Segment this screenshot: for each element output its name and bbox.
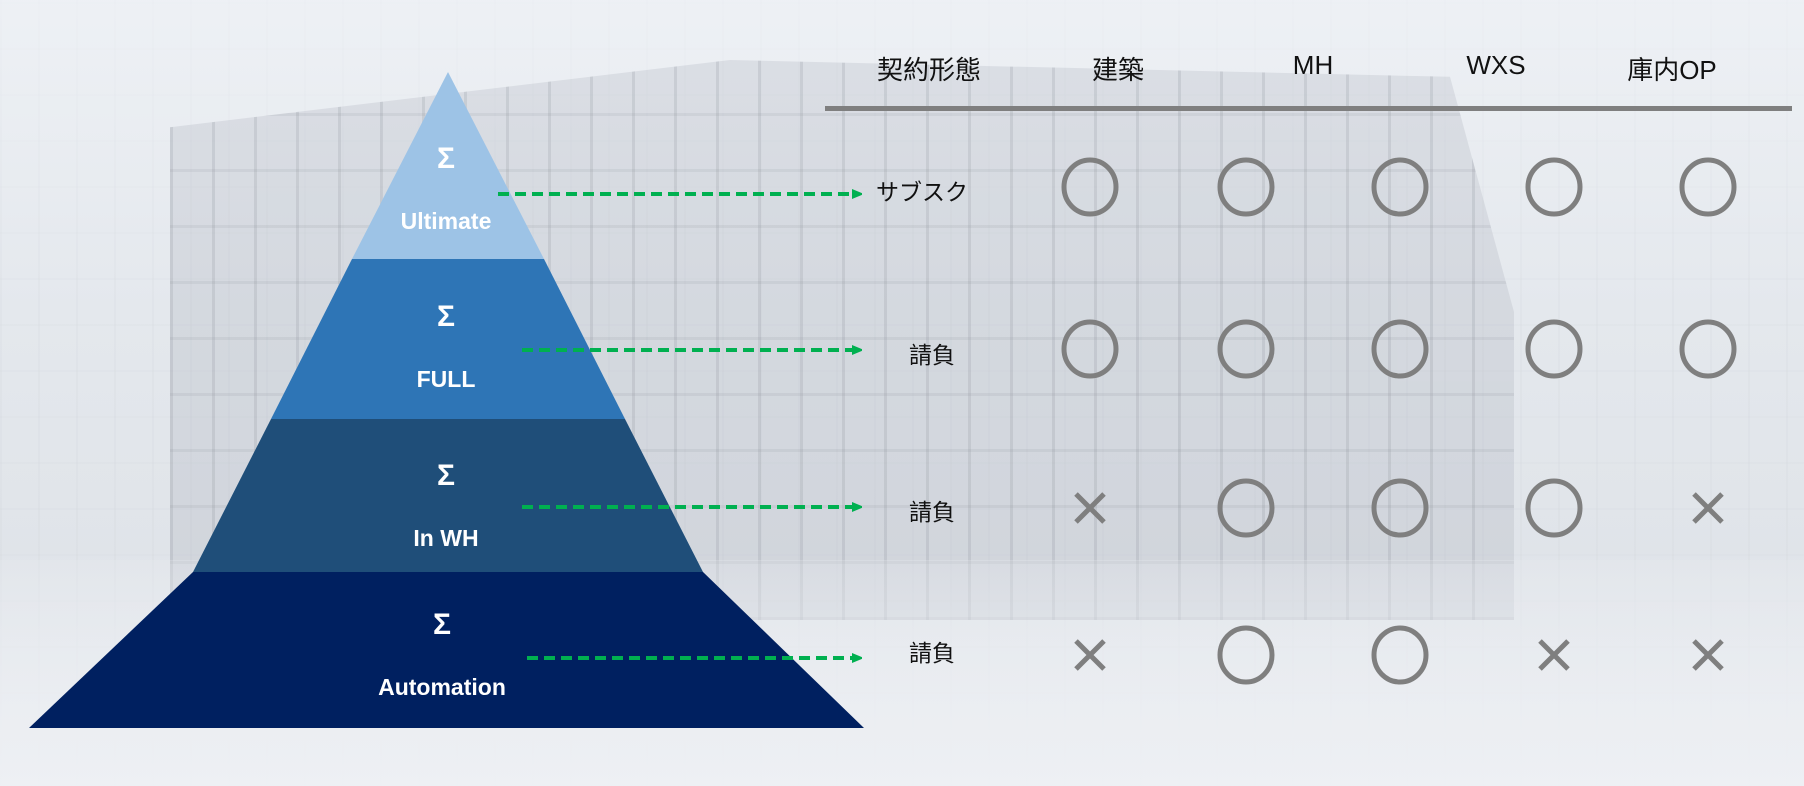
sigma-icon: Σ xyxy=(436,459,456,492)
tier-label-inwh: In WH xyxy=(413,525,479,551)
circle-mark-icon xyxy=(1060,157,1120,217)
tier-label-full: FULL xyxy=(416,366,476,392)
circle-mark-icon xyxy=(1524,478,1584,538)
sigma-icon: Σ xyxy=(432,608,452,641)
circle-mark-icon xyxy=(1370,319,1430,379)
circle-mark-icon xyxy=(1678,319,1738,379)
contract-full: 請負 xyxy=(909,342,955,368)
cross-mark-icon xyxy=(1678,478,1738,538)
circle-mark-icon xyxy=(1678,157,1738,217)
tier-label-ultimate: Ultimate xyxy=(400,208,492,234)
cross-mark-icon xyxy=(1524,625,1584,685)
circle-mark-icon xyxy=(1216,157,1276,217)
circle-mark-icon xyxy=(1524,319,1584,379)
circle-mark-icon xyxy=(1370,625,1430,685)
circle-mark-icon xyxy=(1524,157,1584,217)
circle-mark-icon xyxy=(1216,625,1276,685)
tier-ultimate-shape xyxy=(352,72,544,259)
contract-inwh: 請負 xyxy=(909,499,955,525)
sigma-icon: Σ xyxy=(436,300,456,333)
header-mh: MH xyxy=(1292,50,1334,80)
circle-mark-icon xyxy=(1216,478,1276,538)
tier-inwh-shape xyxy=(193,419,703,572)
cross-mark-icon xyxy=(1060,478,1120,538)
header-divider xyxy=(825,106,1792,111)
header-contract-type: 契約形態 xyxy=(876,55,982,85)
tier-full-shape xyxy=(271,259,625,419)
header-construction: 建築 xyxy=(1091,55,1145,85)
circle-mark-icon xyxy=(1370,157,1430,217)
header-wxs: WXS xyxy=(1466,50,1526,80)
circle-mark-icon xyxy=(1216,319,1276,379)
circle-mark-icon xyxy=(1370,478,1430,538)
contract-automation: 請負 xyxy=(909,640,955,666)
circle-mark-icon xyxy=(1060,319,1120,379)
cross-mark-icon xyxy=(1060,625,1120,685)
tier-automation-shape xyxy=(29,572,864,728)
header-warehouse-op: 庫内OP xyxy=(1627,55,1717,85)
contract-ultimate: サブスク xyxy=(876,179,968,205)
cross-mark-icon xyxy=(1678,625,1738,685)
tier-label-automation: Automation xyxy=(378,674,506,700)
sigma-icon: Σ xyxy=(436,142,456,175)
